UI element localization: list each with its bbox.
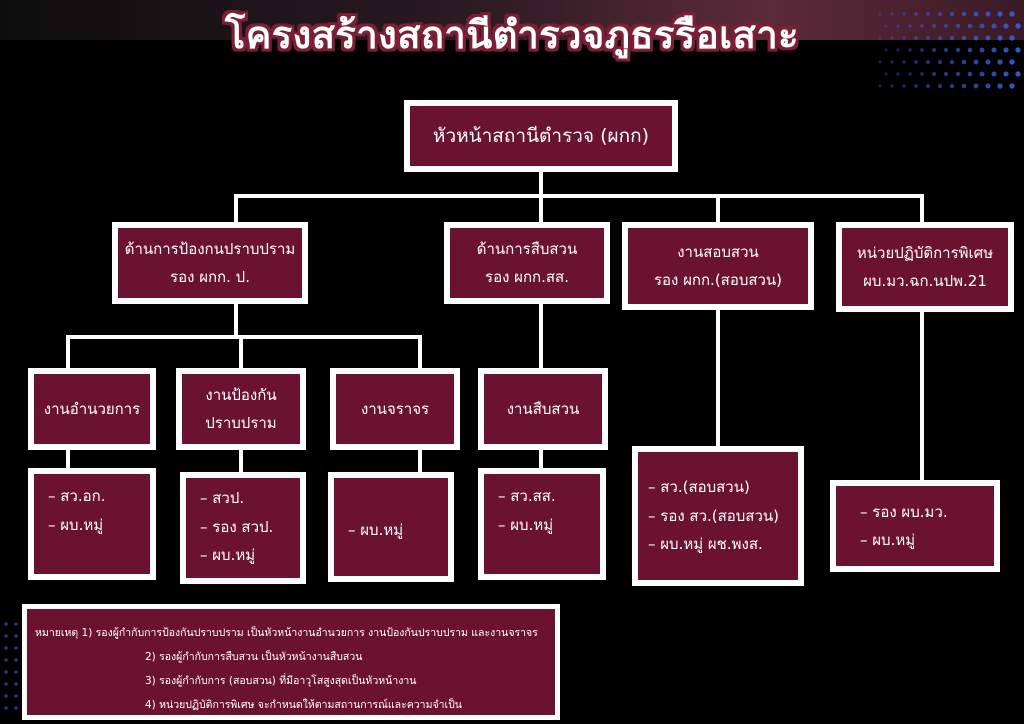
list-item: – รอง สว.(สอบสวน): [648, 506, 779, 525]
list-item: – ผบ.หมู่: [348, 521, 404, 539]
unit-administration: งานอำนวยการ: [28, 368, 156, 450]
division-label: ด้านการป้องกนปราบปราม: [124, 239, 296, 258]
unit-prevention: งานป้องกัน ปราบปราม: [176, 368, 306, 450]
head-label: หัวหน้าสถานีตำรวจ (ผกก): [432, 124, 650, 147]
remark-line: 4) หน่วยปฏิบัติการพิเศษ จะกำหนดให้ตามสถา…: [145, 699, 462, 711]
head-box: หัวหน้าสถานีตำรวจ (ผกก): [404, 100, 678, 172]
division-deputy: รอง ผกก.สส.: [485, 268, 569, 286]
division-label: งานสอบสวน: [677, 242, 759, 261]
division-investigation: ด้านการสืบสวน รอง ผกก.สส.: [444, 222, 610, 304]
title-band: [0, 0, 1024, 40]
list-inquiry: – สว.(สอบสวน) – รอง สว.(สอบสวน) – ผบ.หมู…: [632, 446, 804, 586]
remark-line: 2) รองผู้กำกับการสืบสวน เป็นหัวหน้างานสื…: [145, 651, 363, 663]
list-item: – ผบ.หมู่: [48, 515, 104, 534]
list-traffic: – ผบ.หมู่: [328, 472, 454, 582]
list-item: – สวป.: [200, 489, 245, 507]
division-deputy: ผบ.มว.ฉก.นปพ.21: [863, 272, 987, 290]
remark-line: หมายเหตุ 1) รองผู้กำกับการป้องกันปราบปรา…: [35, 627, 538, 639]
page-title: โครงสร้างสถานีตำรวจภูธรรือเสาะ: [224, 13, 800, 57]
division-prevention: ด้านการป้องกนปราบปราม รอง ผกก. ป.: [112, 222, 308, 304]
list-item: – สว.สส.: [498, 487, 556, 505]
division-deputy: รอง ผกก.(สอบสวน): [653, 271, 783, 289]
division-deputy: รอง ผกก. ป.: [170, 268, 250, 286]
unit-label: งานอำนวยการ: [43, 399, 141, 418]
remark-line: 3) รองผู้กำกับการ (สอบสวน) ที่มีอาวุโสสู…: [145, 675, 417, 687]
list-item: – ผบ.หมู่ ผช.พงส.: [648, 535, 763, 554]
remarks-box: หมายเหตุ 1) รองผู้กำกับการป้องกันปราบปรา…: [22, 604, 560, 720]
list-item: – ผบ.หมู่: [860, 531, 916, 549]
unit-traffic: งานจราจร: [330, 368, 460, 450]
list-prevention: – สวป. – รอง สวป. – ผบ.หมู่: [180, 472, 306, 584]
unit-label: งานป้องกัน: [205, 385, 277, 404]
unit-label: งานจราจร: [360, 399, 430, 418]
unit-label: งานสืบสวน: [506, 399, 580, 418]
list-item: – ผบ.หมู่: [498, 515, 554, 534]
division-inquiry: งานสอบสวน รอง ผกก.(สอบสวน): [622, 222, 814, 310]
list-investigation: – สว.สส. – ผบ.หมู่: [478, 468, 606, 580]
unit-label-2: ปราบปราม: [205, 414, 277, 432]
division-label: ด้านการสืบสวน: [476, 239, 578, 258]
unit-investigation: งานสืบสวน: [478, 368, 608, 450]
list-item: – รอง สวป.: [200, 517, 274, 536]
list-item: – ผบ.หมู่: [200, 546, 256, 564]
list-item: – สว.(สอบสวน): [648, 478, 750, 497]
division-label: หน่วยปฏิบัติการพิเศษ: [856, 243, 994, 262]
list-administration: – สว.อก. – ผบ.หมู่: [28, 468, 156, 580]
division-special-ops: หน่วยปฏิบัติการพิเศษ ผบ.มว.ฉก.นปพ.21: [836, 222, 1014, 312]
list-item: – รอง ผบ.มว.: [860, 502, 948, 521]
list-special-ops: – รอง ผบ.มว. – ผบ.หมู่: [830, 480, 1000, 572]
list-item: – สว.อก.: [48, 487, 106, 505]
